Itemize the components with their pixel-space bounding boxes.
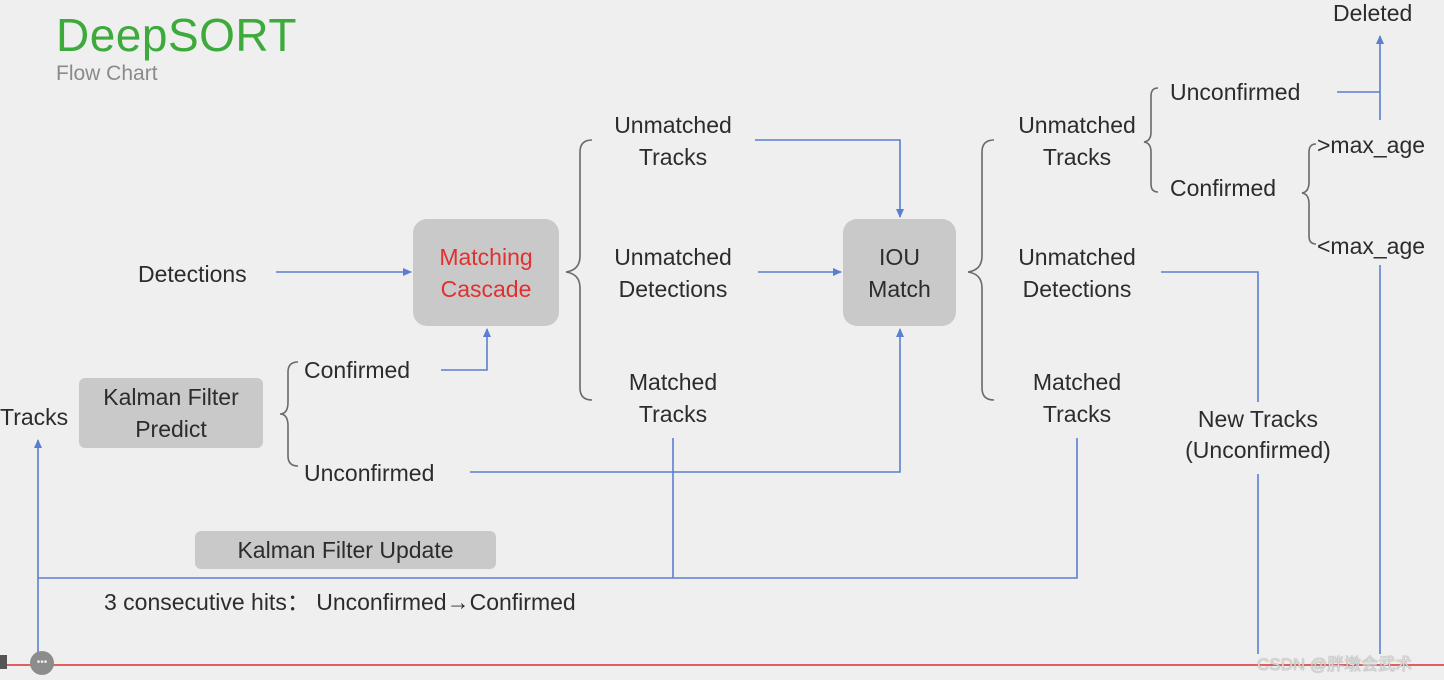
brace-cascade [565,139,593,401]
consecutive-hits-note: 3 consecutive hits： Unconfirmed→Confirme… [104,589,576,615]
matching-cascade-line1: Matching [439,243,533,270]
page-subtitle: Flow Chart [56,62,158,85]
player-stop-icon[interactable] [0,655,7,669]
mc-matched-tracks: Matched Tracks [598,366,748,430]
arrow-confirmed-to-cascade [441,328,491,371]
new-tracks-line2: (Unconfirmed) [1185,437,1331,463]
tracks-label: Tracks [0,404,69,430]
iou-matched-tracks-line2: Tracks [1042,401,1112,427]
iou-unmatched-det-line2: Detections [1022,276,1132,302]
iou-unmatched-tracks-line1: Unmatched [1018,112,1136,138]
mc-matched-tracks-line1: Matched [628,369,718,395]
iou-match-box: IOU Match [843,219,956,326]
brace-unmatched-tracks [1143,87,1159,193]
player-menu-icon[interactable]: ••• [30,651,54,675]
mc-unmatched-tracks: Unmatched Tracks [598,109,748,173]
arrow-unmatched-tracks-to-iou [755,139,904,218]
kalman-update-box: Kalman Filter Update [195,531,496,569]
kalman-update-label: Kalman Filter Update [237,537,454,563]
lt-max-age-label: <max_age [1317,233,1426,259]
mc-unmatched-tracks-line1: Unmatched [614,112,732,138]
page-title: DeepSORT [56,9,297,61]
iou-unmatched-det-line1: Unmatched [1018,244,1136,270]
confirmed-right-label: Confirmed [1170,175,1277,201]
mc-unmatched-det-line1: Unmatched [614,244,732,270]
iou-matched-tracks: Matched Tracks [1002,366,1152,430]
unconfirmed-left-label: Unconfirmed [304,460,435,486]
arrow-unconfirmed-to-iou [470,328,904,473]
line-unmatched-det-to-new-tracks [1161,271,1259,402]
iou-unmatched-tracks: Unmatched Tracks [1002,109,1152,173]
brace-predict [279,361,299,467]
unconfirmed-right-label: Unconfirmed [1170,79,1301,105]
watermark: CSDN @胖墩会武术 [1257,655,1413,674]
iou-match-line1: IOU [879,243,920,270]
new-tracks-label: New Tracks (Unconfirmed) [1168,404,1348,466]
mc-unmatched-det-line2: Detections [618,276,728,302]
brace-iou [967,139,995,401]
video-progress-bar[interactable] [0,664,1444,666]
line-iou-matched-to-update [38,438,1078,579]
kalman-predict-box: Kalman Filter Predict [79,378,263,448]
new-tracks-line1: New Tracks [1197,406,1319,432]
kalman-predict-line1: Kalman Filter [103,384,239,410]
kalman-predict-line2: Predict [135,416,207,442]
mc-matched-tracks-line2: Tracks [638,401,708,427]
detections-label: Detections [138,261,247,287]
iou-unmatched-tracks-line2: Tracks [1042,144,1112,170]
brace-confirmed-age [1301,143,1317,245]
mc-unmatched-detections: Unmatched Detections [598,241,748,305]
deleted-label: Deleted [1333,0,1413,26]
confirmed-left-label: Confirmed [304,357,411,383]
mc-unmatched-tracks-line2: Tracks [638,144,708,170]
gt-max-age-label: >max_age [1317,132,1426,158]
iou-unmatched-detections: Unmatched Detections [1002,241,1152,305]
matching-cascade-box: Matching Cascade [413,219,559,326]
iou-matched-tracks-line1: Matched [1032,369,1122,395]
matching-cascade-line2: Cascade [440,275,532,302]
iou-match-line2: Match [868,275,931,302]
